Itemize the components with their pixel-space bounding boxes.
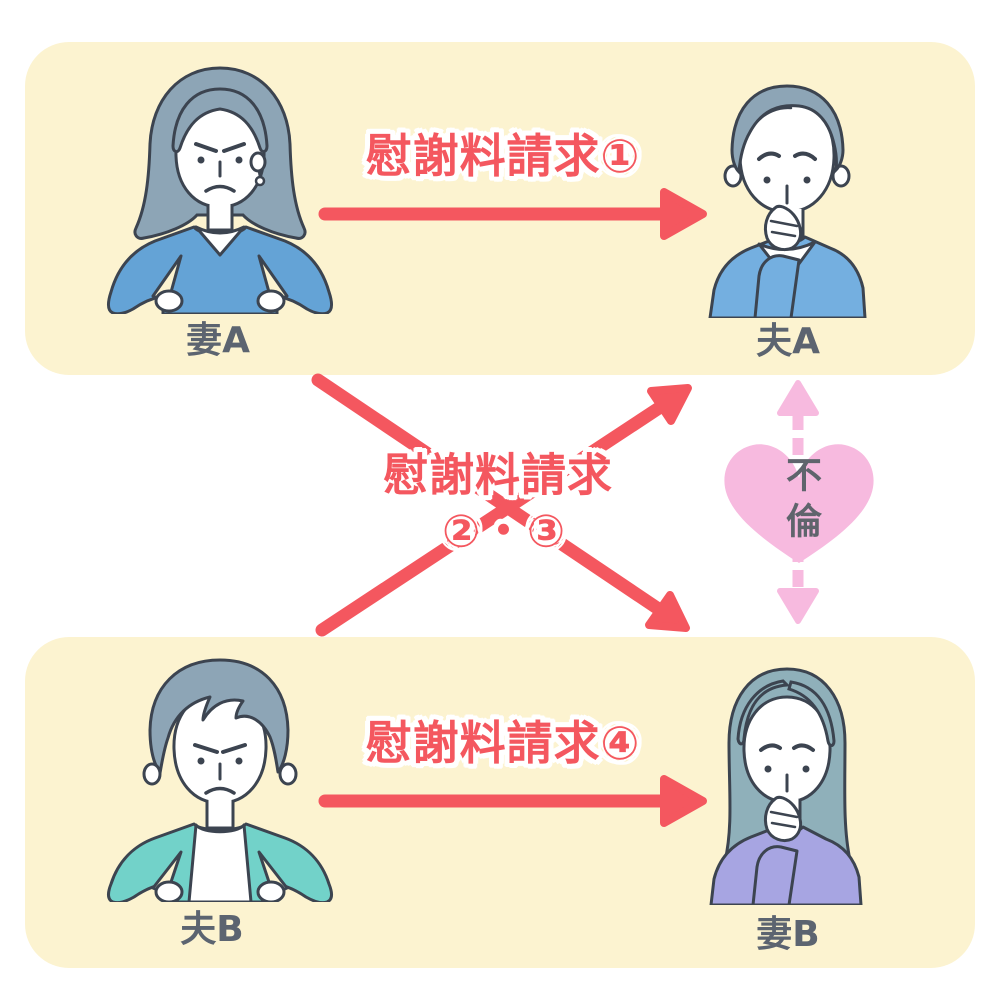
claim1-arrow (318, 188, 707, 240)
wife-b-illustration (695, 655, 875, 905)
claim23-label-line2: ②・③ (442, 504, 566, 558)
claim1-label: 慰謝料請求① (365, 129, 641, 183)
husband-a-hair (730, 84, 845, 176)
affair-label: 不倫 (780, 456, 821, 548)
wife-a-face (171, 87, 269, 209)
husband-b-illustration (95, 652, 345, 902)
husband-b-name-label: 夫B (180, 909, 244, 950)
claim4-arrow (318, 775, 707, 827)
wife-a-body (107, 204, 333, 314)
affair-up-arrow (777, 380, 819, 455)
husband-a-name-label: 夫A (756, 321, 820, 362)
wife-b-face (736, 679, 836, 813)
husband-b-face-features (193, 743, 247, 795)
claim23-label-line1: 慰謝料請求 (383, 448, 613, 502)
claim4-label: 慰謝料請求④ (365, 716, 641, 770)
husband-a-figure (708, 84, 867, 318)
affair-heart-icon (724, 444, 874, 563)
wife-b-hand (763, 795, 803, 843)
wife-a-illustration (95, 58, 345, 314)
wife-a-name-label: 妻A (186, 320, 250, 361)
claim3-arrow (315, 384, 692, 637)
wife-b-figure (709, 667, 863, 905)
husband-b-hair (142, 658, 298, 786)
claim2-arrow (311, 373, 690, 632)
wife-b-name-label: 妻B (756, 914, 820, 955)
husband-a-hand (763, 204, 803, 252)
husband-b-body (107, 800, 333, 902)
husband-b-figure (107, 658, 333, 902)
wife-a-figure (107, 66, 333, 314)
husband-a-illustration (695, 60, 875, 318)
